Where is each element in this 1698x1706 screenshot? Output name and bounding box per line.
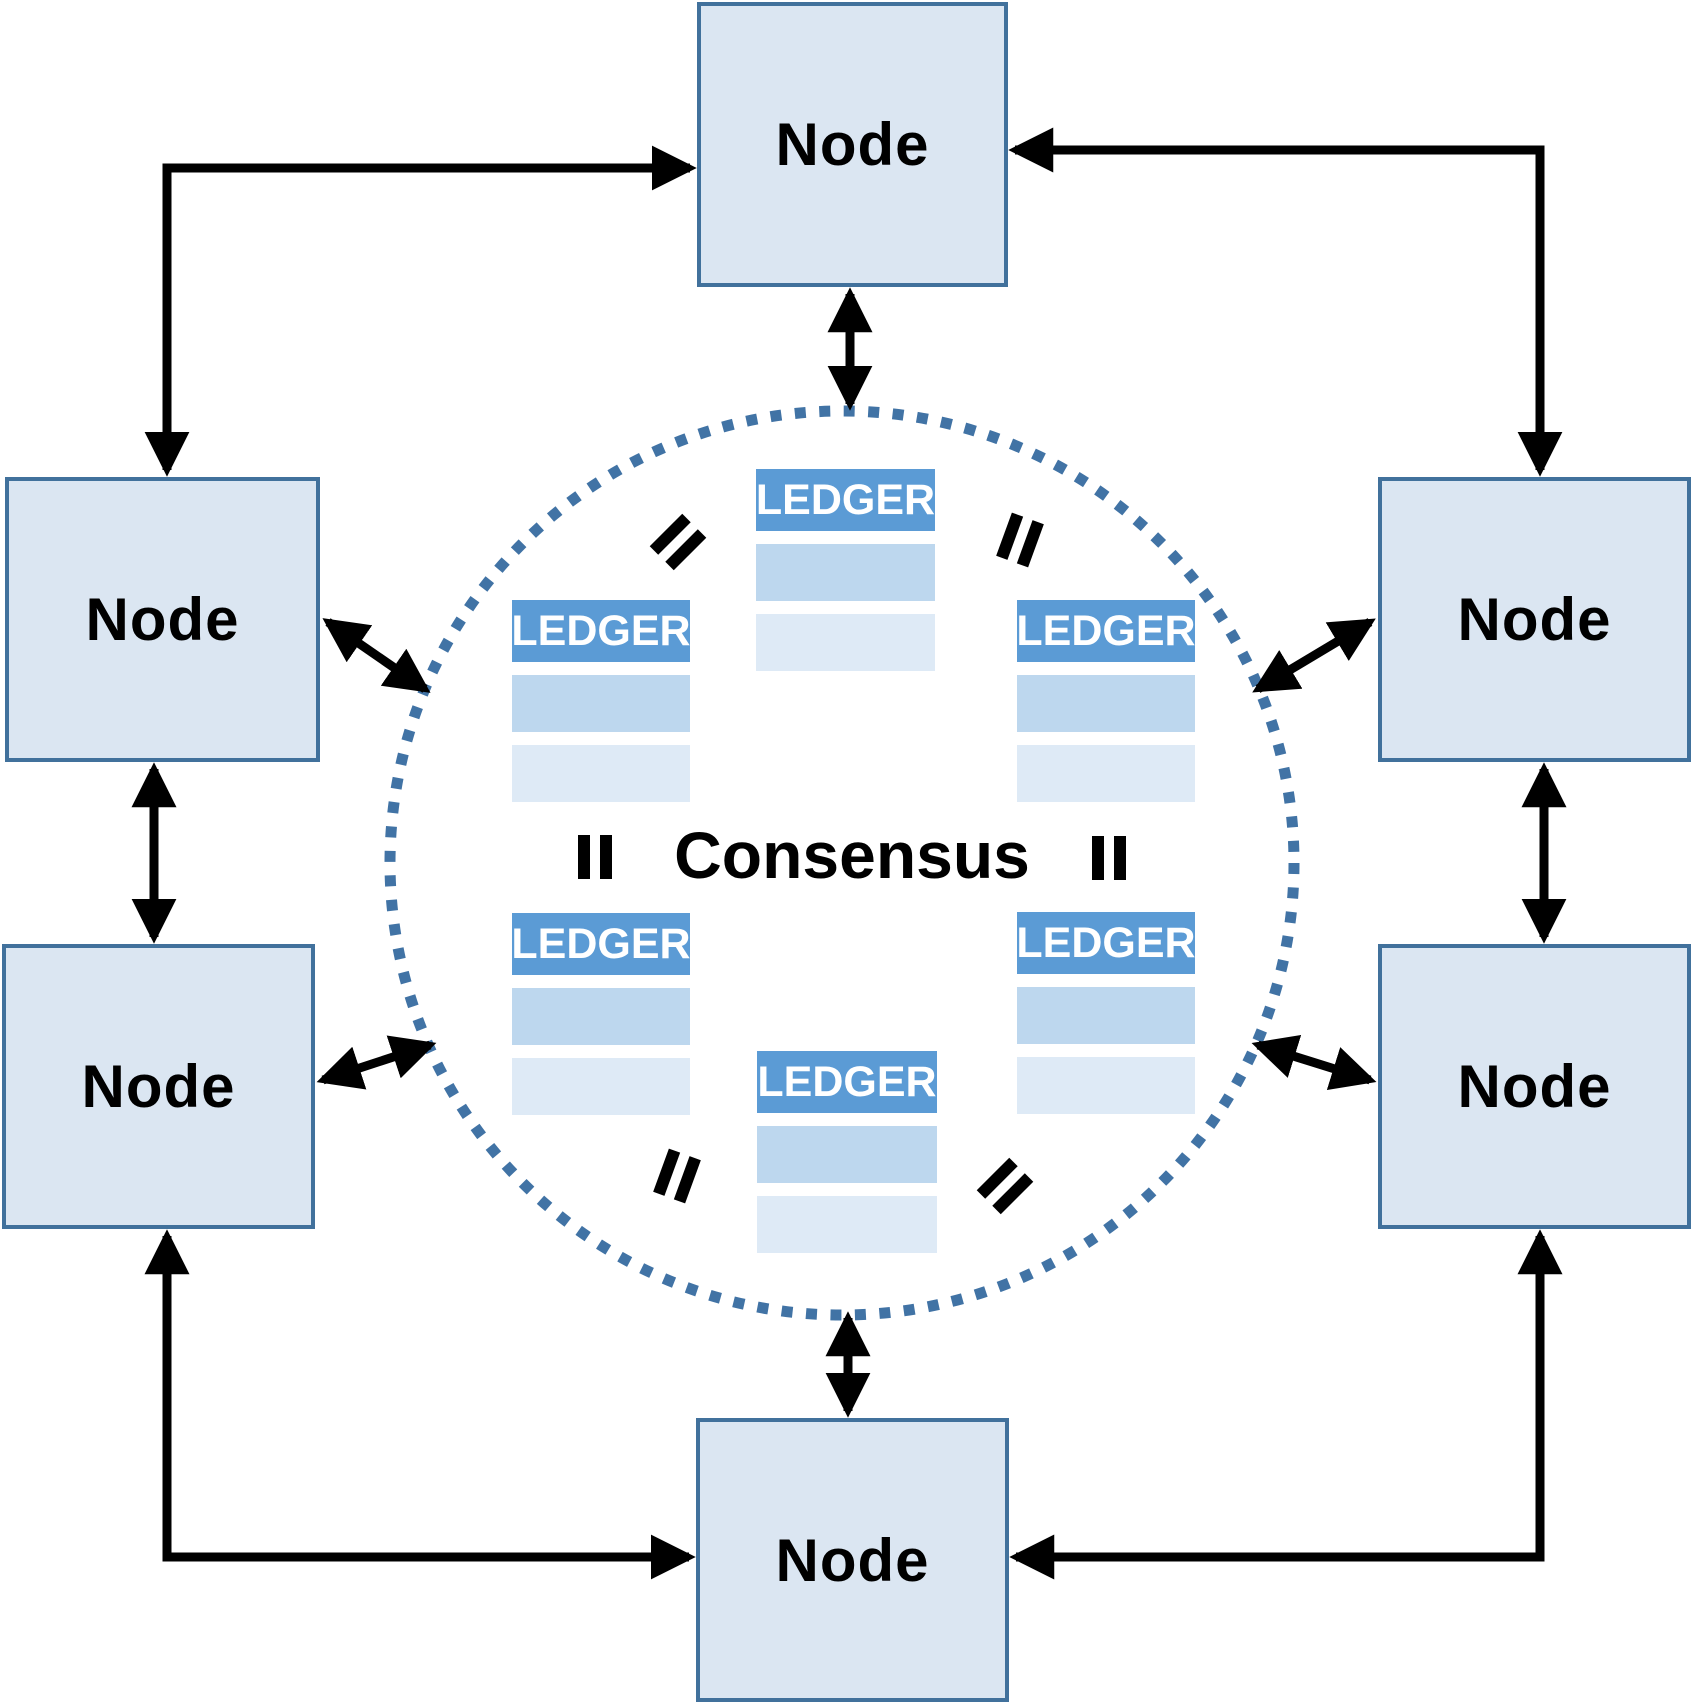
ledger-table-upper-right: LEDGER: [1016, 600, 1196, 802]
arrow-rightbottom-to-bottom: [1009, 1229, 1563, 1580]
ledger-header: LEDGER: [511, 913, 691, 975]
ledger-label: LEDGER: [511, 606, 691, 655]
node-label: Node: [81, 1053, 236, 1120]
node-box-top: Node: [697, 2, 1008, 287]
arrow-lefttop-to-top: [144, 145, 697, 477]
ledger-row: [512, 675, 690, 732]
node-box-bottom: Node: [696, 1418, 1009, 1702]
ledger-label: LEDGER: [1016, 918, 1196, 967]
node-box-left-bottom: Node: [2, 944, 315, 1229]
arrow-leftbottom-to-circle: [316, 1035, 437, 1090]
equals-icon-top-right: [996, 512, 1044, 568]
ledger-row: [756, 544, 935, 601]
equals-icon-mid-left: [578, 835, 612, 879]
ledger-row: [512, 1058, 690, 1115]
node-label: Node: [1457, 1053, 1612, 1120]
equals-icon-mid-right: [1092, 836, 1126, 880]
ledger-header: LEDGER: [1016, 600, 1196, 662]
equals-icon-top-left: [649, 513, 707, 571]
ledger-label: LEDGER: [1016, 606, 1196, 655]
ledger-row: [1017, 745, 1195, 802]
ledger-label: LEDGER: [755, 475, 936, 524]
ledger-row: [756, 614, 935, 671]
arrow-lefttop-to-circle: [322, 618, 431, 693]
consensus-circle: [384, 405, 1300, 1321]
node-label: Node: [1457, 586, 1612, 653]
node-label: Node: [85, 586, 240, 653]
ledger-table-lower-right: LEDGER: [1016, 912, 1196, 1114]
ledger-row: [512, 745, 690, 802]
ledger-header: LEDGER: [511, 600, 691, 662]
node-box-right-bottom: Node: [1378, 944, 1691, 1229]
arrow-rightbottom-to-circle: [1251, 1034, 1377, 1091]
ledger-table-upper-left: LEDGER: [511, 600, 691, 802]
ledger-header: LEDGER: [1016, 912, 1196, 974]
node-label: Node: [775, 1526, 930, 1594]
arrow-leftbottom-to-bottom: [144, 1229, 696, 1580]
node-label: Node: [775, 111, 930, 178]
ledger-table-top-center: LEDGER: [756, 469, 935, 671]
ledger-header: LEDGER: [756, 469, 935, 531]
ledger-row: [512, 988, 690, 1045]
ledger-table-lower-left: LEDGER: [511, 913, 691, 1115]
node-box-left-top: Node: [5, 477, 320, 762]
ledger-label: LEDGER: [511, 919, 691, 968]
arrow-righttop-to-circle: [1252, 618, 1376, 693]
arrow-righttop-to-top: [1008, 127, 1563, 477]
consensus-label: Consensus: [674, 818, 1030, 892]
ledger-row: [1017, 1057, 1195, 1114]
ledger-label: LEDGER: [757, 1057, 937, 1106]
ledger-row: [757, 1196, 937, 1253]
ledger-header: LEDGER: [757, 1051, 937, 1113]
node-box-right-top: Node: [1378, 477, 1691, 762]
ledger-row: [757, 1126, 937, 1183]
ledger-row: [1017, 675, 1195, 732]
equals-icon-bottom-left: [653, 1148, 701, 1204]
equals-icon-bottom-right: [976, 1157, 1034, 1215]
ledger-table-bottom-center: LEDGER: [757, 1051, 937, 1253]
ledger-row: [1017, 987, 1195, 1044]
